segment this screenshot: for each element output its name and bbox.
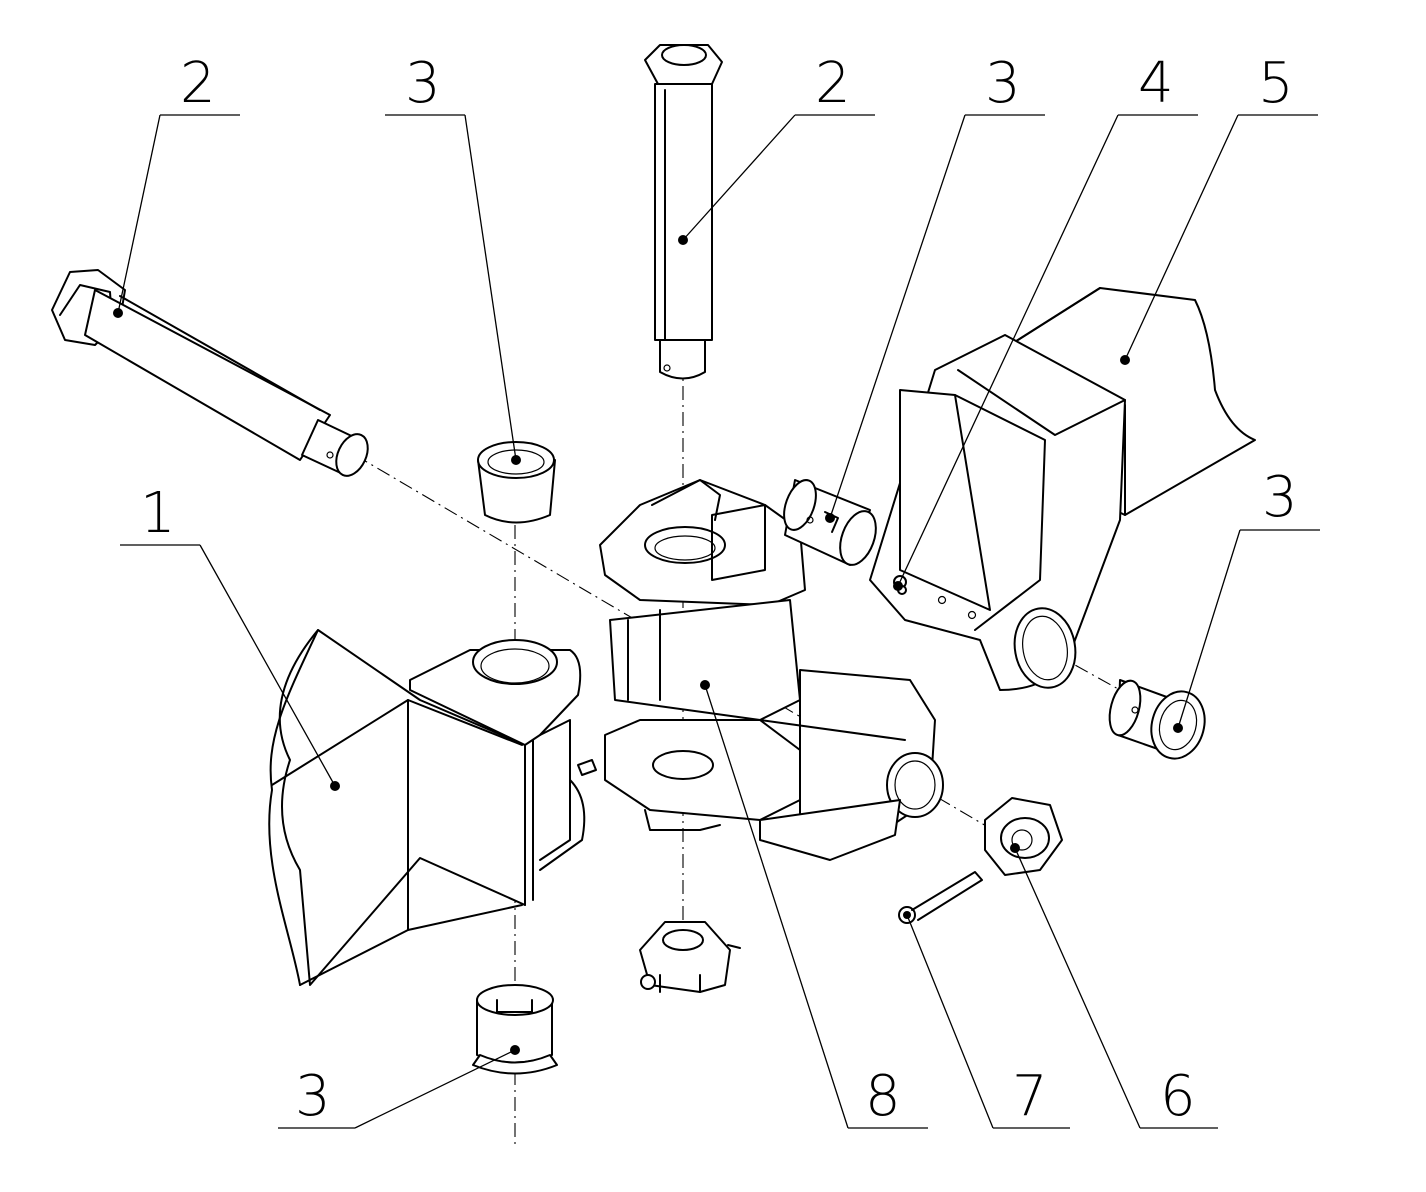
callout-3-top-left: 3 <box>405 51 441 116</box>
slotted-nut <box>639 921 741 993</box>
part-7-cotter-pin <box>898 871 983 924</box>
part-3-bushing-right <box>1108 679 1206 760</box>
leader-lines <box>117 114 1320 1129</box>
callout-5: 5 <box>1258 51 1294 116</box>
callout-3-right: 3 <box>1262 465 1298 530</box>
callout-3-bottom: 3 <box>295 1064 331 1129</box>
part-8-knuckle <box>599 479 944 861</box>
part-1-left-arm <box>268 629 597 986</box>
part-6-castle-nut <box>984 797 1063 876</box>
callout-3-top-middle: 3 <box>985 51 1021 116</box>
part-3-bushing-middle <box>783 479 877 566</box>
callout-4: 4 <box>1138 51 1174 116</box>
callout-2-left: 2 <box>180 51 216 116</box>
part-5-right-arm <box>869 287 1256 691</box>
callout-1: 1 <box>140 481 176 546</box>
part-2-pin-vertical <box>644 44 723 380</box>
callout-6: 6 <box>1160 1064 1196 1129</box>
part-3-bushing-bottom <box>472 984 558 1075</box>
callout-2-vertical: 2 <box>815 51 851 116</box>
callout-labels: 2 3 2 3 4 5 3 1 3 8 7 6 <box>140 51 1298 1129</box>
callout-8: 8 <box>865 1064 901 1129</box>
callout-7: 7 <box>1012 1064 1048 1129</box>
part-2-pin-left <box>51 269 369 477</box>
part-3-bushing-top <box>477 441 556 524</box>
